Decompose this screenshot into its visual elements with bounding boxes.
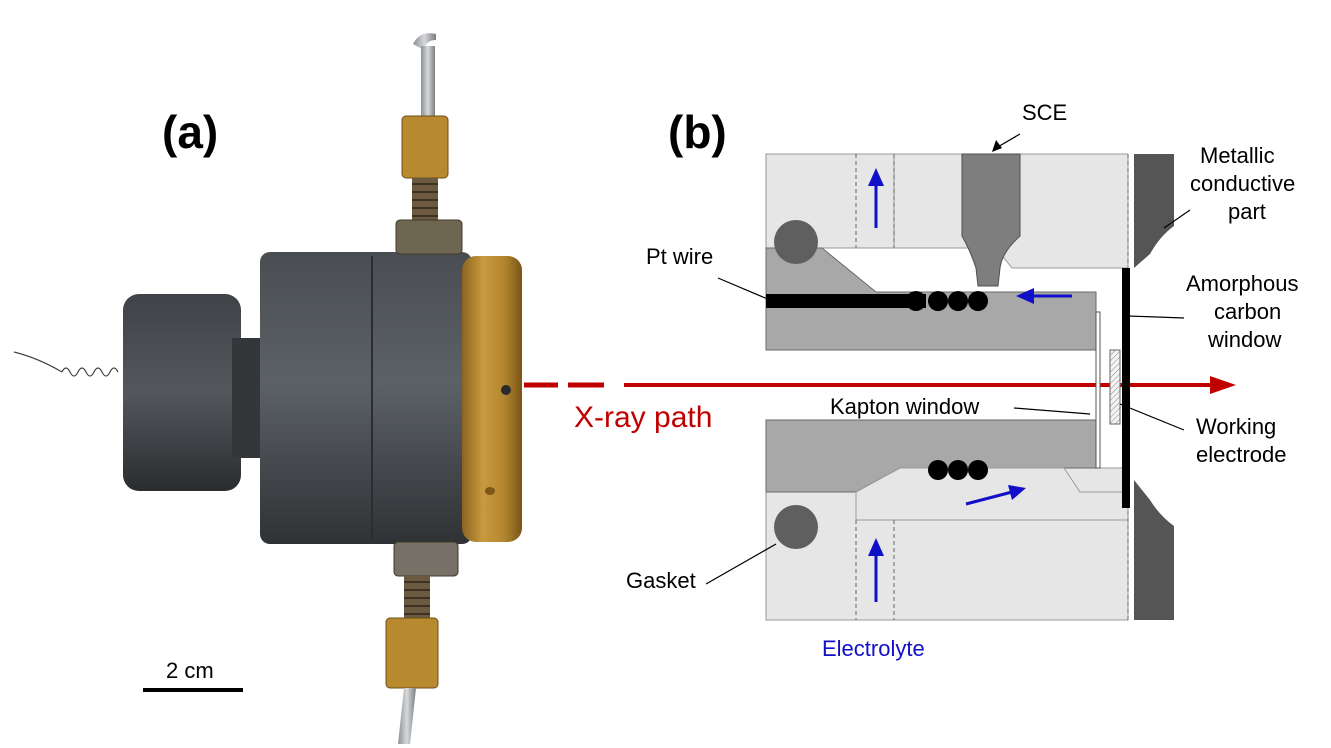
rear-cap	[123, 294, 241, 491]
working-label-2: electrode	[1196, 442, 1287, 467]
metallic-part-top	[1134, 154, 1174, 268]
amorphous-label-2: carbon	[1214, 299, 1281, 324]
kapton-label: Kapton window	[830, 394, 979, 419]
bottom-fitting	[385, 541, 459, 744]
panel-b-label: (b)	[668, 106, 727, 158]
gasket-label: Gasket	[626, 568, 696, 593]
sce-label: SCE	[1022, 100, 1067, 125]
body-cylinder	[260, 252, 472, 544]
top-fitting	[395, 33, 463, 255]
spring-wire	[13, 351, 119, 377]
brass-hole	[501, 385, 511, 395]
amorphous-carbon-window	[1122, 268, 1130, 508]
electrolyte-label: Electrolyte	[822, 636, 925, 661]
sce-arrowhead	[992, 140, 1002, 152]
gasket-bottom	[774, 505, 818, 549]
pt-wire	[766, 294, 926, 308]
metallic-label-2: conductive	[1190, 171, 1295, 196]
sce-electrode	[961, 153, 1021, 287]
pt-wire-coils-bottom	[928, 460, 988, 480]
panel-a: (a)	[13, 33, 522, 744]
amorphous-label-3: window	[1207, 327, 1281, 352]
metallic-label-3: part	[1228, 199, 1266, 224]
amorphous-label-1: Amorphous	[1186, 271, 1299, 296]
metallic-label-1: Metallic	[1200, 143, 1275, 168]
brass-ring	[462, 256, 522, 542]
xray-arrowhead	[1210, 376, 1236, 394]
pt-wire-label: Pt wire	[646, 244, 713, 269]
pt-wire-coils-top	[906, 291, 988, 311]
scale-bar-label: 2 cm	[166, 658, 214, 683]
flow-arrows	[868, 168, 1072, 602]
panel-b: (b)	[626, 100, 1299, 661]
scale-bar	[143, 688, 243, 692]
gasket-top	[774, 220, 818, 264]
metallic-part-bottom	[1134, 480, 1174, 620]
panel-a-label: (a)	[162, 106, 218, 158]
brass-spot	[485, 487, 495, 495]
kapton-window	[1095, 311, 1101, 469]
working-label-1: Working	[1196, 414, 1276, 439]
working-electrode	[1109, 349, 1121, 425]
xray-label: X-ray path	[574, 401, 712, 434]
